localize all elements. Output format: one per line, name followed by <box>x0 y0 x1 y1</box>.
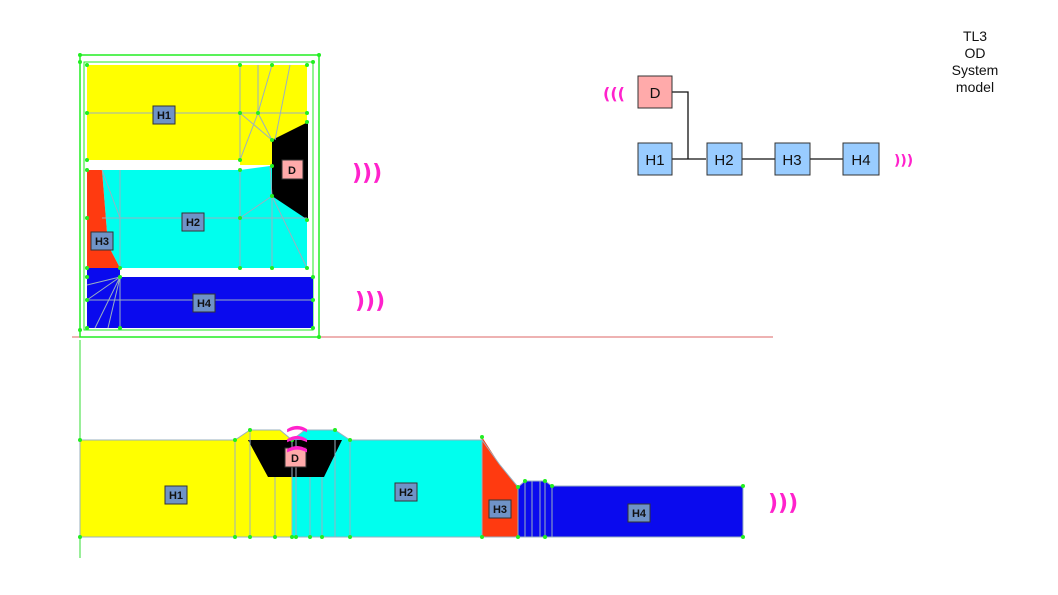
svg-text:H1: H1 <box>169 490 183 502</box>
side-label-h3: H3 <box>488 499 512 519</box>
side-label-h2: H2 <box>394 482 418 502</box>
top-sound-port-icon: ))) <box>355 289 385 314</box>
svg-text:H4: H4 <box>851 152 870 169</box>
top-label-d: D <box>281 159 304 180</box>
schematic-sound-in-icon: ((( <box>603 84 625 103</box>
svg-text:H4: H4 <box>632 508 647 520</box>
top-frame-outer <box>79 54 320 338</box>
side-region-h3 <box>482 437 518 537</box>
svg-text:H3: H3 <box>95 236 109 248</box>
top-frame-nodes <box>78 53 321 339</box>
top-label-h4: H4 <box>192 293 216 313</box>
side-label-d: D <box>284 447 307 468</box>
top-sound-driver-icon: ))) <box>352 161 382 186</box>
model-title: TL3 OD System model <box>930 28 1020 96</box>
title-line-1: TL3 <box>962 28 988 44</box>
schematic-wires <box>672 91 843 160</box>
top-region-h4-stub <box>87 268 120 277</box>
svg-text:H2: H2 <box>186 217 200 229</box>
top-label-h1: H1 <box>152 105 176 125</box>
svg-text:D: D <box>650 85 661 102</box>
title-line-2: OD <box>964 45 986 61</box>
schematic-node-h2: H2 <box>706 142 743 176</box>
schematic-sound-out-icon: ))) <box>894 153 913 169</box>
svg-text:H1: H1 <box>645 152 664 169</box>
side-label-h4: H4 <box>627 503 651 523</box>
svg-text:H4: H4 <box>197 298 212 310</box>
svg-text:H3: H3 <box>493 504 507 516</box>
schematic-node-d: D <box>637 75 673 109</box>
side-outline <box>79 429 744 538</box>
side-region-h2 <box>292 430 482 537</box>
svg-text:D: D <box>291 453 299 465</box>
top-view: H1 H2 H3 H4 D ))) ))) <box>78 53 385 339</box>
top-mesh <box>86 64 313 329</box>
side-label-h1: H1 <box>164 485 188 505</box>
schematic-node-h4: H4 <box>842 142 880 176</box>
svg-text:H3: H3 <box>782 152 801 169</box>
top-label-h3: H3 <box>90 231 114 251</box>
side-region-h1 <box>80 430 292 537</box>
top-frame-inner <box>83 61 314 331</box>
side-nodes <box>78 428 745 539</box>
top-label-h2: H2 <box>181 212 205 232</box>
schematic-node-h1: H1 <box>637 142 673 176</box>
svg-text:H2: H2 <box>714 152 733 169</box>
side-mesh <box>234 430 553 537</box>
svg-text:H1: H1 <box>157 110 171 122</box>
title-line-3: System <box>951 62 999 78</box>
side-sound-driver-icon: ((( <box>284 424 309 454</box>
side-view: H1 H2 H3 H4 D ((( ))) <box>78 424 798 539</box>
svg-text:H2: H2 <box>399 487 413 499</box>
svg-text:D: D <box>288 165 296 177</box>
side-sound-port-icon: ))) <box>768 491 798 516</box>
title-line-4: model <box>955 79 995 95</box>
schematic-node-h3: H3 <box>774 142 811 176</box>
schematic: D H1 H2 H3 H4 ((( ))) <box>603 75 913 176</box>
